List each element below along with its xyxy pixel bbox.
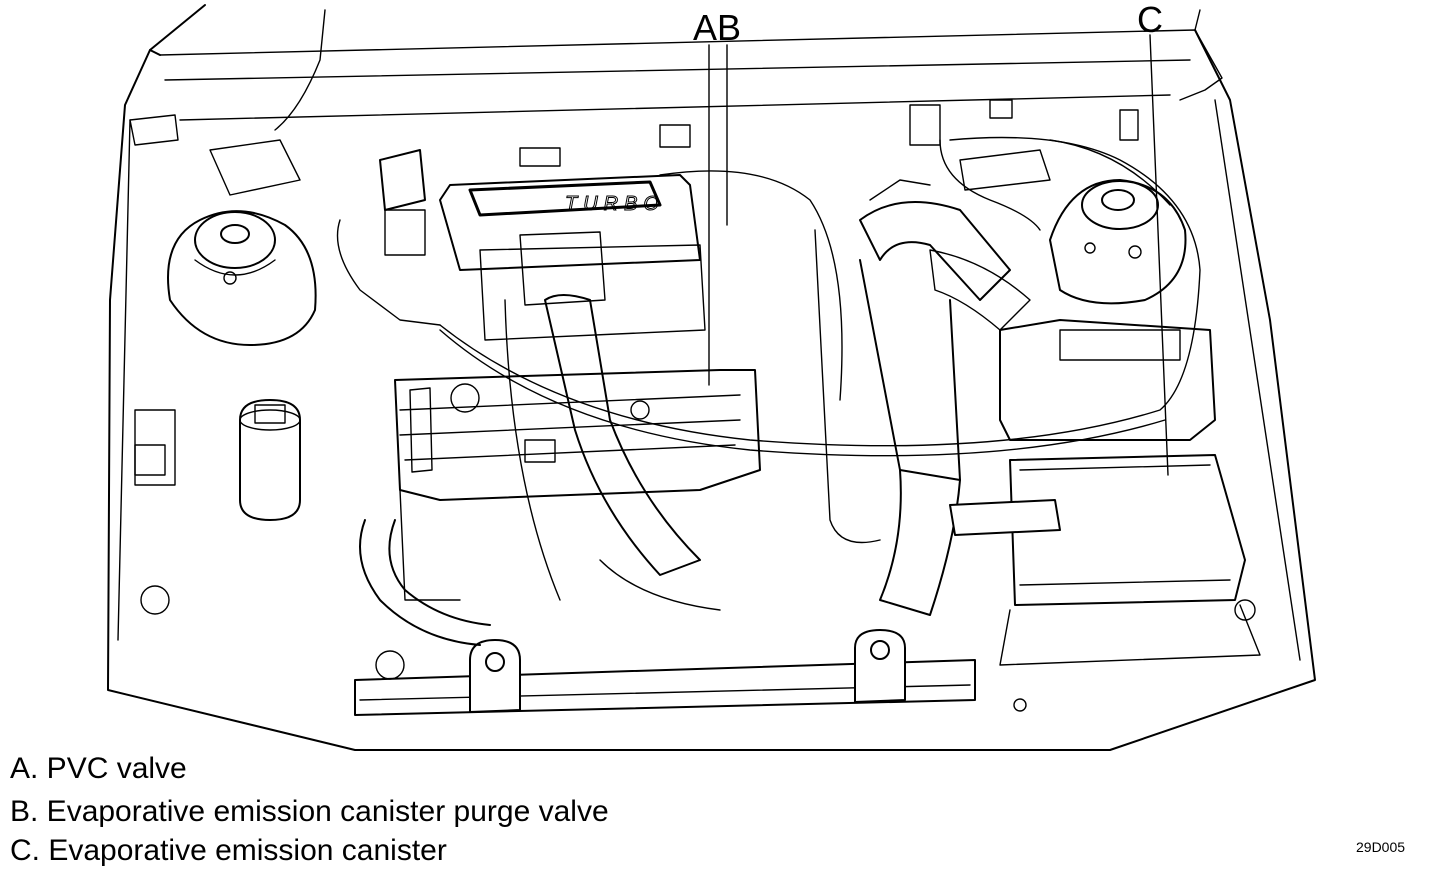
right-strut-tower [1049,179,1187,305]
firewall-components [129,99,1139,167]
intake-hoses [544,179,1031,616]
left-strut-tower [167,210,317,346]
engine-bay-drawing: TURBO [107,4,1316,751]
turbo-cover-text: TURBO [565,193,665,215]
figure-code: 29D005 [1356,839,1406,855]
body-outline [107,4,1316,751]
callout-a: A [693,7,718,48]
legend-item-b: B. Evaporative emission canister purge v… [10,795,609,828]
legend-item-a: A. PVC valve [10,752,187,785]
lower-hoses [359,499,1061,646]
callout-b: B [717,7,742,48]
left-components [134,139,441,521]
legend-item-c: C. Evaporative emission canister [10,834,447,867]
callout-leaders [708,34,1169,476]
callout-c: C [1137,0,1163,40]
vacuum-hoses [439,136,1201,601]
engine-block [394,174,761,601]
air-filter-housing [999,319,1261,666]
radiator-support [140,585,1256,716]
